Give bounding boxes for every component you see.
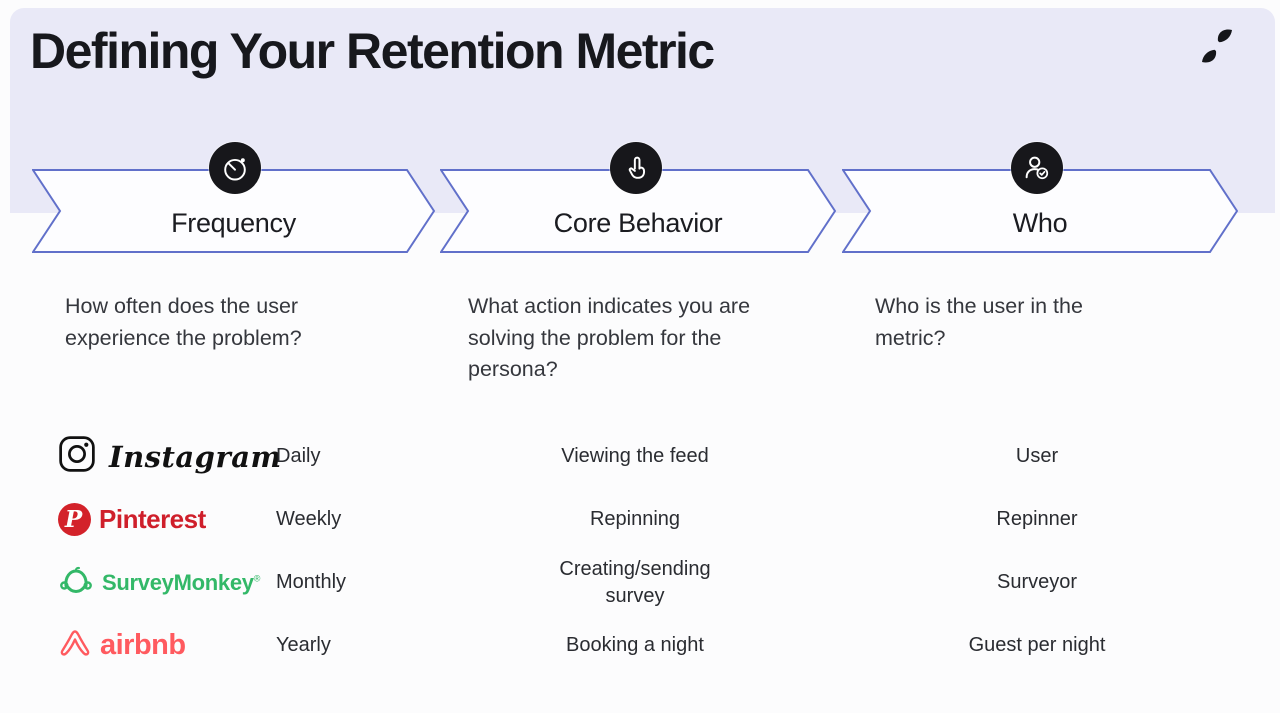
core-behavior-value: Creating/sending survey bbox=[559, 557, 711, 607]
pinterest-wordmark: Pinterest bbox=[99, 504, 206, 534]
examples-table: Instagram Daily Viewing the feed User P … bbox=[58, 425, 1197, 677]
instagram-wordmark: Instagram bbox=[109, 439, 282, 474]
chevron-banner-core-behavior bbox=[440, 169, 836, 253]
surveymonkey-wordmark: SurveyMonkey® bbox=[102, 569, 261, 595]
core-behavior-value: Viewing the feed bbox=[561, 445, 709, 467]
page-title: Defining Your Retention Metric bbox=[30, 23, 715, 79]
step-label-frequency: Frequency bbox=[171, 207, 296, 238]
core-behavior-value: Repinning bbox=[589, 508, 681, 530]
who-value: Guest per night bbox=[968, 634, 1106, 656]
who-value: Repinner bbox=[996, 508, 1078, 530]
who-value: Surveyor bbox=[996, 571, 1078, 593]
core-behavior-value: Booking a night bbox=[566, 634, 704, 656]
tap-hand-icon bbox=[610, 142, 662, 194]
frequency-value: Yearly bbox=[276, 634, 331, 656]
step-label-core-behavior: Core Behavior bbox=[553, 207, 723, 238]
surveymonkey-monkey-icon bbox=[58, 565, 94, 600]
registered-trademark: ® bbox=[253, 573, 261, 584]
airbnb-belo-icon bbox=[58, 626, 92, 665]
chevron-banner-frequency bbox=[32, 169, 435, 253]
instagram-icon bbox=[58, 435, 96, 478]
frequency-value: Monthly bbox=[276, 571, 347, 593]
who-value: User bbox=[1015, 445, 1059, 467]
question-frequency: How often does the user experience the p… bbox=[65, 294, 302, 350]
question-who: Who is the user in the metric? bbox=[875, 294, 1083, 350]
question-core-behavior: What action indicates you are solving th… bbox=[468, 294, 751, 381]
pinterest-icon: P bbox=[58, 503, 91, 536]
reforge-logo-icon bbox=[1196, 26, 1240, 66]
pinterest-logo: P Pinterest bbox=[58, 503, 276, 536]
user-check-icon bbox=[1011, 142, 1063, 194]
airbnb-wordmark: airbnb bbox=[100, 629, 186, 661]
chevron-banner-who bbox=[842, 169, 1238, 253]
instagram-logo: Instagram bbox=[58, 435, 281, 478]
surveymonkey-logo: SurveyMonkey® bbox=[58, 565, 276, 600]
frequency-value: Weekly bbox=[276, 508, 342, 530]
frequency-value: Daily bbox=[276, 445, 321, 467]
stopwatch-icon bbox=[209, 142, 261, 194]
airbnb-logo: airbnb bbox=[58, 626, 276, 665]
step-label-who: Who bbox=[1012, 207, 1068, 238]
